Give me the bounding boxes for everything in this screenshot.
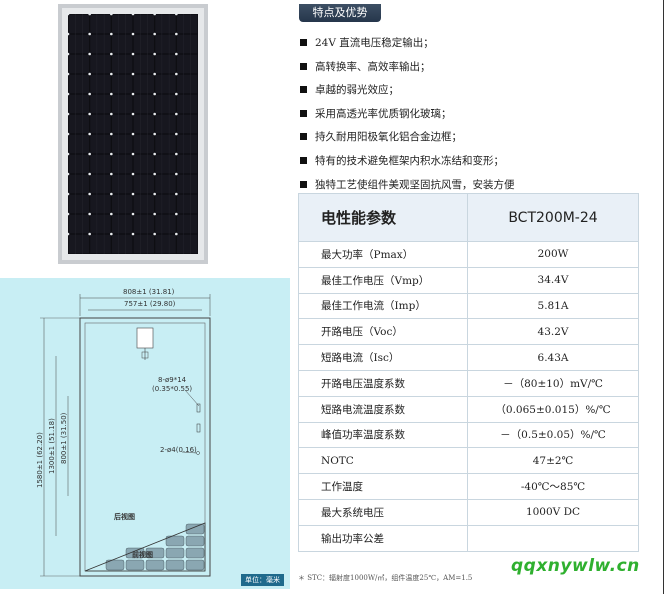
feature-item: 采用高透光率优质钢化玻璃；	[299, 107, 659, 131]
feature-text: 高转换率、高效率输出；	[315, 60, 431, 73]
dim-width-inner: 757±1 (29.80)	[124, 300, 176, 308]
features-header: 特点及优势	[299, 4, 381, 22]
param-cell: 开路电压（Voc）	[298, 318, 468, 346]
table-header-row: 电性能参数 BCT200M-24	[298, 193, 639, 242]
stc-footnote: ＊ STC：辐射度1000W/㎡，组件温度25℃，AM=1.5	[298, 574, 473, 582]
value-cell: -40℃～85℃	[467, 473, 639, 500]
feature-text: 24V 直流电压稳定输出；	[315, 37, 434, 49]
feature-item: 特有的技术避免框架内积水冻结和变形；	[299, 154, 659, 178]
param-cell: 短路电流温度系数	[298, 395, 468, 423]
value-cell: 5.81A	[467, 292, 639, 320]
table-row: 短路电流（Isc）6.43A	[298, 344, 639, 371]
table-row: 最大功率（Pmax）200W	[298, 241, 639, 268]
solar-panel-image	[58, 4, 208, 264]
dim-width-outer: 808±1 (31.81)	[123, 288, 175, 296]
feature-list: 24V 直流电压稳定输出； 高转换率、高效率输出； 卓越的弱光效应； 采用高透光…	[299, 36, 659, 201]
feature-text: 持久耐用阳极氧化铝合金边框；	[315, 131, 462, 144]
table-row: 输出功率公差	[298, 524, 639, 552]
feature-text: 卓越的弱光效应；	[315, 84, 399, 97]
param-cell: 最佳工作电压（Vmp）	[298, 266, 468, 294]
front-view-label: 前视图	[132, 551, 153, 559]
table-row: 最佳工作电压（Vmp）34.4V	[298, 266, 639, 294]
value-cell: 43.2V	[467, 318, 639, 346]
param-cell: 峰值功率温度系数	[298, 421, 468, 449]
param-cell: 工作温度	[298, 473, 468, 500]
value-cell	[467, 524, 639, 552]
bullet-icon	[300, 39, 307, 46]
spec-table: 电性能参数 BCT200M-24 最大功率（Pmax）200W 最佳工作电压（V…	[298, 193, 639, 552]
feature-text: 特有的技术避免框架内积水冻结和变形；	[315, 154, 504, 167]
header-model-cell: BCT200M-24	[467, 193, 639, 242]
dim-height-3: 800±1 (31.50)	[60, 412, 68, 464]
table-row: 最佳工作电流（Imp）5.81A	[298, 292, 639, 320]
table-row: 开路电压（Voc）43.2V	[298, 318, 639, 346]
param-cell: 短路电流（Isc）	[298, 344, 468, 371]
table-row: 开路电压温度系数－（80±10）mV/℃	[298, 369, 639, 397]
unit-label: 单位：毫米	[241, 574, 284, 586]
bullet-icon	[300, 180, 307, 188]
hole-spec-label: 8-ø9*14	[158, 376, 187, 384]
value-cell: 6.43A	[467, 344, 639, 371]
dimension-drawing: 808±1 (31.81) 757±1 (29.80) 1580±1 (62.2…	[0, 278, 290, 589]
feature-text: 采用高透光率优质钢化玻璃；	[315, 107, 452, 120]
value-cell: 47±2℃	[467, 447, 639, 475]
value-cell: （0.065±0.015）%/℃	[467, 395, 639, 423]
bullet-icon	[300, 109, 307, 117]
value-cell: 200W	[467, 241, 639, 268]
table-row: 峰值功率温度系数－（0.5±0.05）%/℃	[298, 421, 639, 449]
value-cell: 1000V DC	[467, 498, 639, 526]
page-border	[663, 0, 664, 594]
table-row: 短路电流温度系数（0.065±0.015）%/℃	[298, 395, 639, 423]
small-hole-label: 2-ø4(0.16)	[160, 446, 197, 454]
param-cell: 开路电压温度系数	[298, 369, 468, 397]
dim-height-1: 1580±1 (62.20)	[36, 432, 44, 488]
param-cell: NOTC	[298, 447, 468, 475]
param-cell: 最大系统电压	[298, 498, 468, 526]
feature-item: 持久耐用阳极氧化铝合金边框；	[299, 130, 659, 154]
param-cell: 输出功率公差	[298, 524, 468, 552]
feature-item: 24V 直流电压稳定输出；	[299, 36, 659, 60]
bullet-icon	[300, 86, 307, 94]
header-param-cell: 电性能参数	[298, 193, 468, 242]
value-cell: －（0.5±0.05）%/℃	[467, 421, 639, 449]
table-row: 工作温度-40℃～85℃	[298, 473, 639, 500]
param-cell: 最佳工作电流（Imp）	[298, 292, 468, 320]
bullet-icon	[300, 62, 307, 70]
feature-item: 高转换率、高效率输出；	[299, 60, 659, 84]
bullet-icon	[300, 133, 307, 141]
bullet-icon	[300, 156, 307, 164]
value-cell: －（80±10）mV/℃	[467, 369, 639, 397]
watermark: qqxnywlw.cn	[511, 556, 640, 576]
value-cell: 34.4V	[467, 266, 639, 294]
dim-height-2: 1300±1 (51.18)	[48, 418, 56, 474]
feature-item: 独特工艺使组件美观坚固抗风雪，安装方便	[299, 178, 659, 202]
feature-text: 独特工艺使组件美观坚固抗风雪，安装方便	[315, 178, 515, 191]
param-cell: 最大功率（Pmax）	[298, 241, 468, 268]
back-view-label: 后视图	[114, 513, 135, 521]
feature-item: 卓越的弱光效应；	[299, 83, 659, 107]
hole-spec-inch-label: (0.35*0.55)	[152, 385, 193, 393]
